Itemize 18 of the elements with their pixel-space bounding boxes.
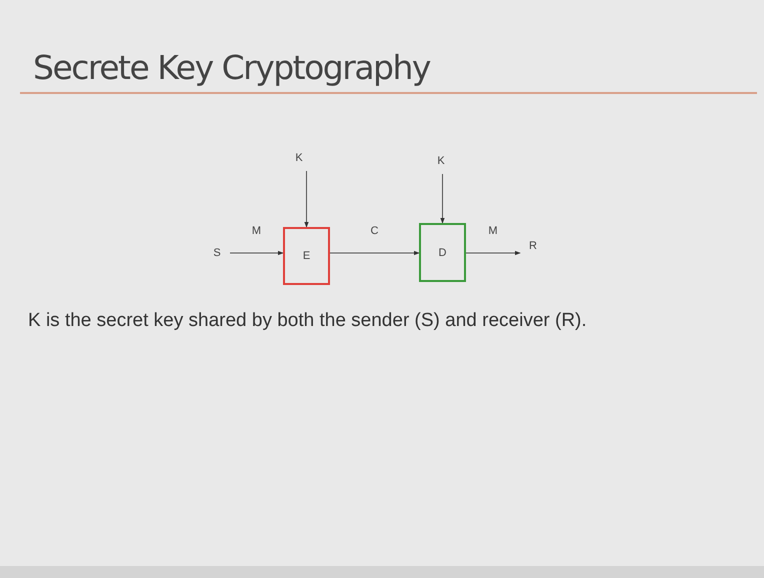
arrow bbox=[230, 250, 284, 256]
node-text: R bbox=[529, 240, 537, 252]
slide-title: Secrete Key Cryptography bbox=[33, 48, 430, 87]
process-box bbox=[419, 223, 466, 282]
arrow bbox=[466, 250, 521, 256]
arrow bbox=[304, 170, 309, 228]
edge-label: M bbox=[486, 225, 500, 237]
arrow bbox=[330, 250, 420, 256]
caption: K is the secret key shared by both the sender (S) and receiver (R). bbox=[28, 310, 587, 332]
node-text: K bbox=[437, 155, 445, 167]
node-text: K bbox=[295, 152, 303, 164]
node-text: E bbox=[302, 250, 310, 262]
node-text: S bbox=[213, 247, 221, 259]
node-text: D bbox=[438, 246, 446, 258]
edge-label: M bbox=[250, 225, 264, 237]
arrow bbox=[440, 174, 445, 224]
edge-label: C bbox=[368, 225, 380, 237]
process-box bbox=[283, 227, 330, 285]
